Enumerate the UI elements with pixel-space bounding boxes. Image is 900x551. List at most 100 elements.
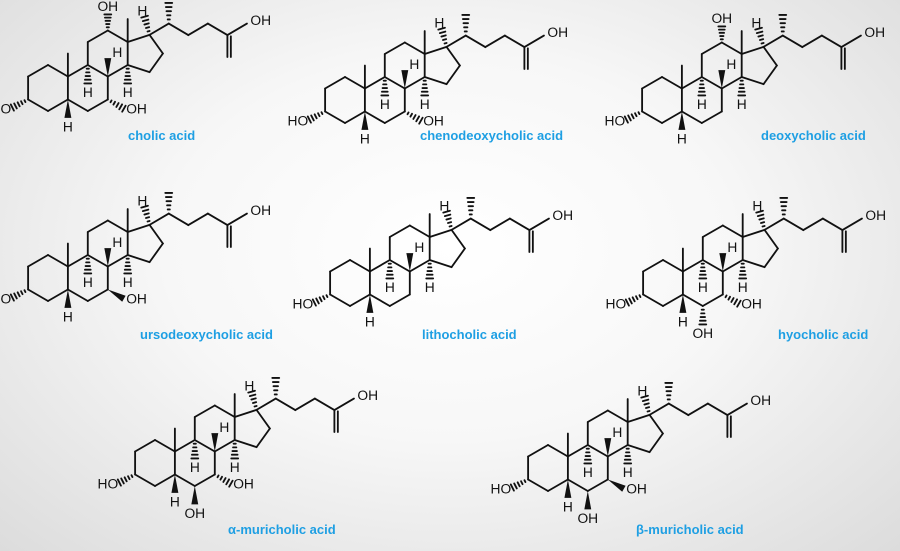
bond (661, 110, 683, 124)
h-label: H (63, 310, 73, 325)
label-hyocholic-acid: hyocholic acid (778, 327, 869, 342)
bond (27, 288, 49, 302)
bond (763, 247, 779, 269)
bond (226, 22, 248, 37)
h9-hash (697, 79, 707, 97)
oh-label: OH (692, 326, 713, 341)
h-label: H (612, 425, 622, 440)
h-label: H (414, 240, 424, 255)
bond (388, 259, 411, 273)
bond (193, 473, 216, 487)
bond (47, 64, 69, 78)
h5-wedge (564, 479, 572, 498)
bond (527, 444, 549, 458)
bond (226, 212, 248, 227)
bond (489, 217, 511, 232)
bond (528, 217, 550, 232)
oh7-hash (724, 294, 742, 308)
h-label: H (63, 120, 73, 135)
methyl21-hash (466, 196, 476, 216)
bond (408, 259, 431, 273)
h-label: H (112, 235, 122, 250)
methyl21-hash (164, 191, 174, 211)
bond (86, 288, 109, 302)
h-label: H (230, 460, 240, 475)
label-deoxycholic-acid: deoxycholic acid (761, 128, 866, 143)
h8-wedge (104, 248, 112, 267)
methyl21-hash (271, 376, 281, 396)
bond (313, 397, 336, 412)
oh7-wedge (607, 479, 626, 492)
bond (681, 259, 704, 273)
bond (106, 219, 129, 233)
bond (86, 219, 109, 233)
bond (423, 76, 448, 86)
bond (720, 76, 743, 90)
bond (648, 413, 664, 435)
h9-hash (190, 442, 200, 460)
bond (255, 408, 271, 430)
bond (126, 254, 151, 264)
carboxyl-oh-label: OH (250, 203, 271, 218)
h-label: H (623, 465, 633, 480)
bond (680, 76, 703, 90)
bond (294, 397, 316, 412)
h-label: H (678, 315, 688, 330)
h-label: H (583, 465, 593, 480)
h-label: H (219, 420, 229, 435)
oh7-hash (406, 111, 424, 125)
bond (274, 397, 297, 412)
bond (642, 293, 664, 307)
bond (450, 228, 466, 250)
h-label: H (439, 199, 449, 214)
h-label: H (563, 500, 573, 515)
bond (126, 64, 151, 74)
h-label: H (380, 97, 390, 112)
oh3-hash (509, 479, 527, 492)
bond (324, 76, 346, 90)
h-label: H (123, 275, 133, 290)
oh3-hash (9, 289, 27, 302)
ho-label: HO (606, 296, 627, 311)
bond (687, 402, 709, 417)
bond (464, 34, 487, 49)
bond (606, 409, 629, 423)
bond (706, 402, 729, 417)
oh6-hash (698, 308, 708, 326)
bond (363, 110, 386, 124)
bond (469, 217, 492, 232)
bond (720, 41, 743, 55)
bond (547, 444, 569, 458)
h-label: H (726, 57, 736, 72)
h-label: H (137, 194, 147, 209)
bond (126, 33, 151, 43)
oh3-hash (306, 111, 324, 124)
h14-hash (123, 67, 133, 85)
h-label: H (697, 97, 707, 112)
bond (66, 64, 89, 78)
label-beta-muricholic-acid: β-muricholic acid (636, 522, 744, 537)
h-label: H (737, 97, 747, 112)
methyl21-hash (664, 381, 674, 401)
oh12-hash (103, 13, 113, 29)
methyl21-hash (164, 1, 174, 21)
bond (255, 397, 277, 411)
bond (187, 212, 209, 227)
bond (106, 254, 129, 268)
bond (648, 402, 670, 416)
bond (762, 34, 784, 48)
oh-label: OH (184, 506, 205, 521)
bond (383, 76, 406, 90)
h8-wedge (719, 253, 727, 272)
bond (503, 34, 526, 49)
bond (445, 45, 461, 67)
h17-hash (442, 209, 453, 228)
bond (206, 22, 229, 37)
bond (329, 259, 351, 273)
bond (726, 402, 748, 417)
bond (445, 64, 461, 86)
